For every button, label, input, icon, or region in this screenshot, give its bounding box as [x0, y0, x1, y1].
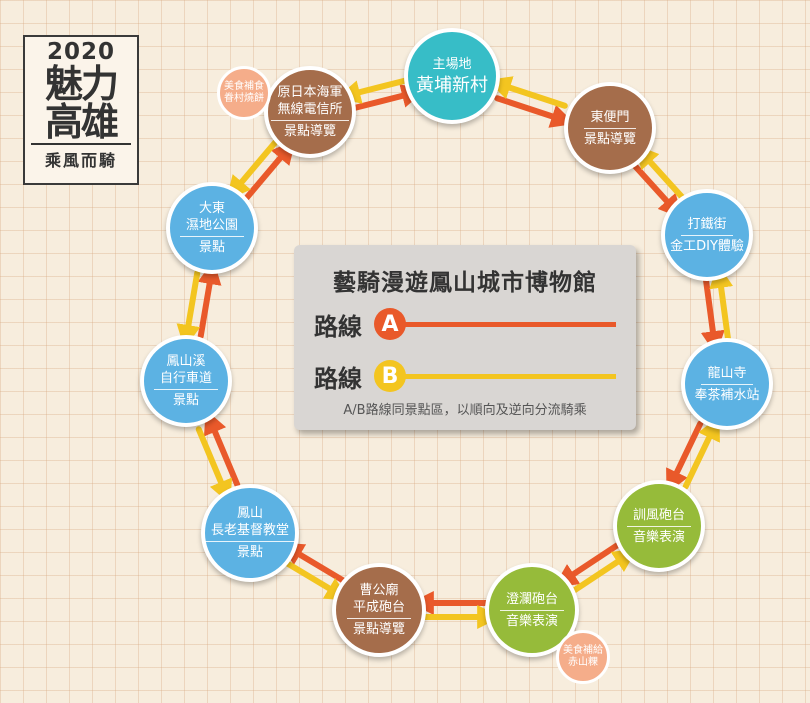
route-a-arrow: [494, 95, 575, 128]
station-type: 音樂表演: [632, 529, 685, 545]
station-name: 東便門: [584, 109, 636, 129]
station-type: 景點: [198, 240, 225, 255]
station-type: 景點: [172, 393, 199, 408]
route-a-line: [404, 321, 616, 327]
station-type: 景點導覽: [583, 131, 636, 147]
route-b-arrow: [195, 426, 233, 505]
route-b-arrow: [282, 559, 350, 601]
station-type: 景點: [236, 545, 263, 560]
route-a-arrow: [243, 139, 296, 201]
station-type: 黃埔新村: [416, 74, 488, 96]
station-name: 曹公廟 平成砲台: [346, 582, 411, 619]
station-name: 澄瀾砲台: [499, 591, 564, 611]
route-b-line: [404, 373, 616, 379]
station-radio-station: 原日本海軍 無線電信所 景點導覽: [264, 66, 356, 158]
station-name: 鳳山溪 自行車道: [153, 353, 218, 390]
route-b-arrow: [682, 415, 720, 490]
route-b-arrow: [709, 263, 734, 342]
route-b-arrow: [336, 77, 411, 104]
route-b-arrow: [634, 144, 687, 202]
route-a-arrow: [197, 260, 222, 340]
station-name: 鳳山 長老基督教堂: [205, 505, 295, 542]
station-type: 景點導覽: [283, 124, 336, 139]
route-b-arrow: [226, 139, 279, 201]
route-a-label: 路線: [314, 312, 362, 341]
logo-title-bottom: 高雄: [44, 100, 119, 144]
station-name: 打鐵街: [681, 216, 733, 236]
food-badge-bottom: 美食補給 赤山粿: [556, 630, 610, 684]
logo-year: 2020: [46, 39, 115, 65]
route-b-arrow: [487, 76, 568, 109]
station-name: 大東 濕地公園: [179, 200, 244, 237]
station-type: 金工DIY體驗: [670, 238, 744, 254]
route-a-arrow: [666, 420, 704, 495]
route-a-arrow: [553, 542, 621, 588]
logo-title-top: 魅力: [44, 62, 119, 106]
route-a-arrow: [351, 84, 426, 111]
legend-note: A/B路線同景點區，以順向及逆向分流騎乘: [343, 403, 587, 418]
station-dongbianmen: 東便門 景點導覽: [564, 82, 656, 174]
station-name: 龍山寺: [701, 365, 753, 385]
route-legend-panel: 藝騎漫遊鳳山城市博物館 路線 A 路線 B A/B路線同景點區，以順向及逆向分流…: [294, 245, 636, 430]
route-b-arrow: [176, 269, 201, 349]
route-a-row: 路線 A: [314, 306, 616, 342]
station-type: 景點導覽: [352, 622, 405, 637]
station-longshansi: 龍山寺 奉茶補水站: [681, 338, 773, 430]
station-chenglan: 澄瀾砲台 音樂表演: [485, 563, 579, 657]
station-caogongmiao: 曹公廟 平成砲台 景點導覽: [332, 563, 426, 657]
route-b-row: 路線 B: [314, 358, 616, 394]
route-a-arrow: [700, 277, 725, 356]
route-a-arrow: [203, 409, 241, 488]
station-type: 奉茶補水站: [694, 387, 760, 403]
station-dadong: 大東 濕地公園 景點: [166, 182, 258, 274]
route-a-letter: A: [374, 308, 406, 340]
legend-title: 藝騎漫遊鳳山城市博物館: [333, 270, 597, 296]
route-b-letter: B: [374, 360, 406, 392]
station-datiejie: 打鐵街 金工DIY體驗: [661, 189, 753, 281]
station-type: 音樂表演: [505, 613, 558, 629]
route-a-arrow: [279, 542, 347, 584]
route-b-label: 路線: [314, 364, 362, 393]
food-badge-top: 美食補食 眷村燒餅: [217, 66, 271, 120]
station-xunfeng: 訓風砲台 音樂表演: [613, 480, 705, 572]
station-name: 主場地: [432, 56, 472, 72]
station-name: 訓風砲台: [626, 507, 691, 527]
station-huangpu: 主場地 黃埔新村: [404, 28, 500, 124]
station-fengshan-church: 鳳山 長老基督教堂 景點: [201, 484, 299, 582]
station-fengshanxi: 鳳山溪 自行車道 景點: [140, 335, 232, 427]
route-a-arrow: [630, 161, 683, 219]
route-b-arrow: [570, 548, 638, 594]
station-name: 原日本海軍 無線電信所: [271, 84, 349, 121]
event-logo: 2020 魅力 高雄 乘風而騎: [23, 35, 139, 185]
logo-subtitle: 乘風而騎: [31, 143, 131, 171]
